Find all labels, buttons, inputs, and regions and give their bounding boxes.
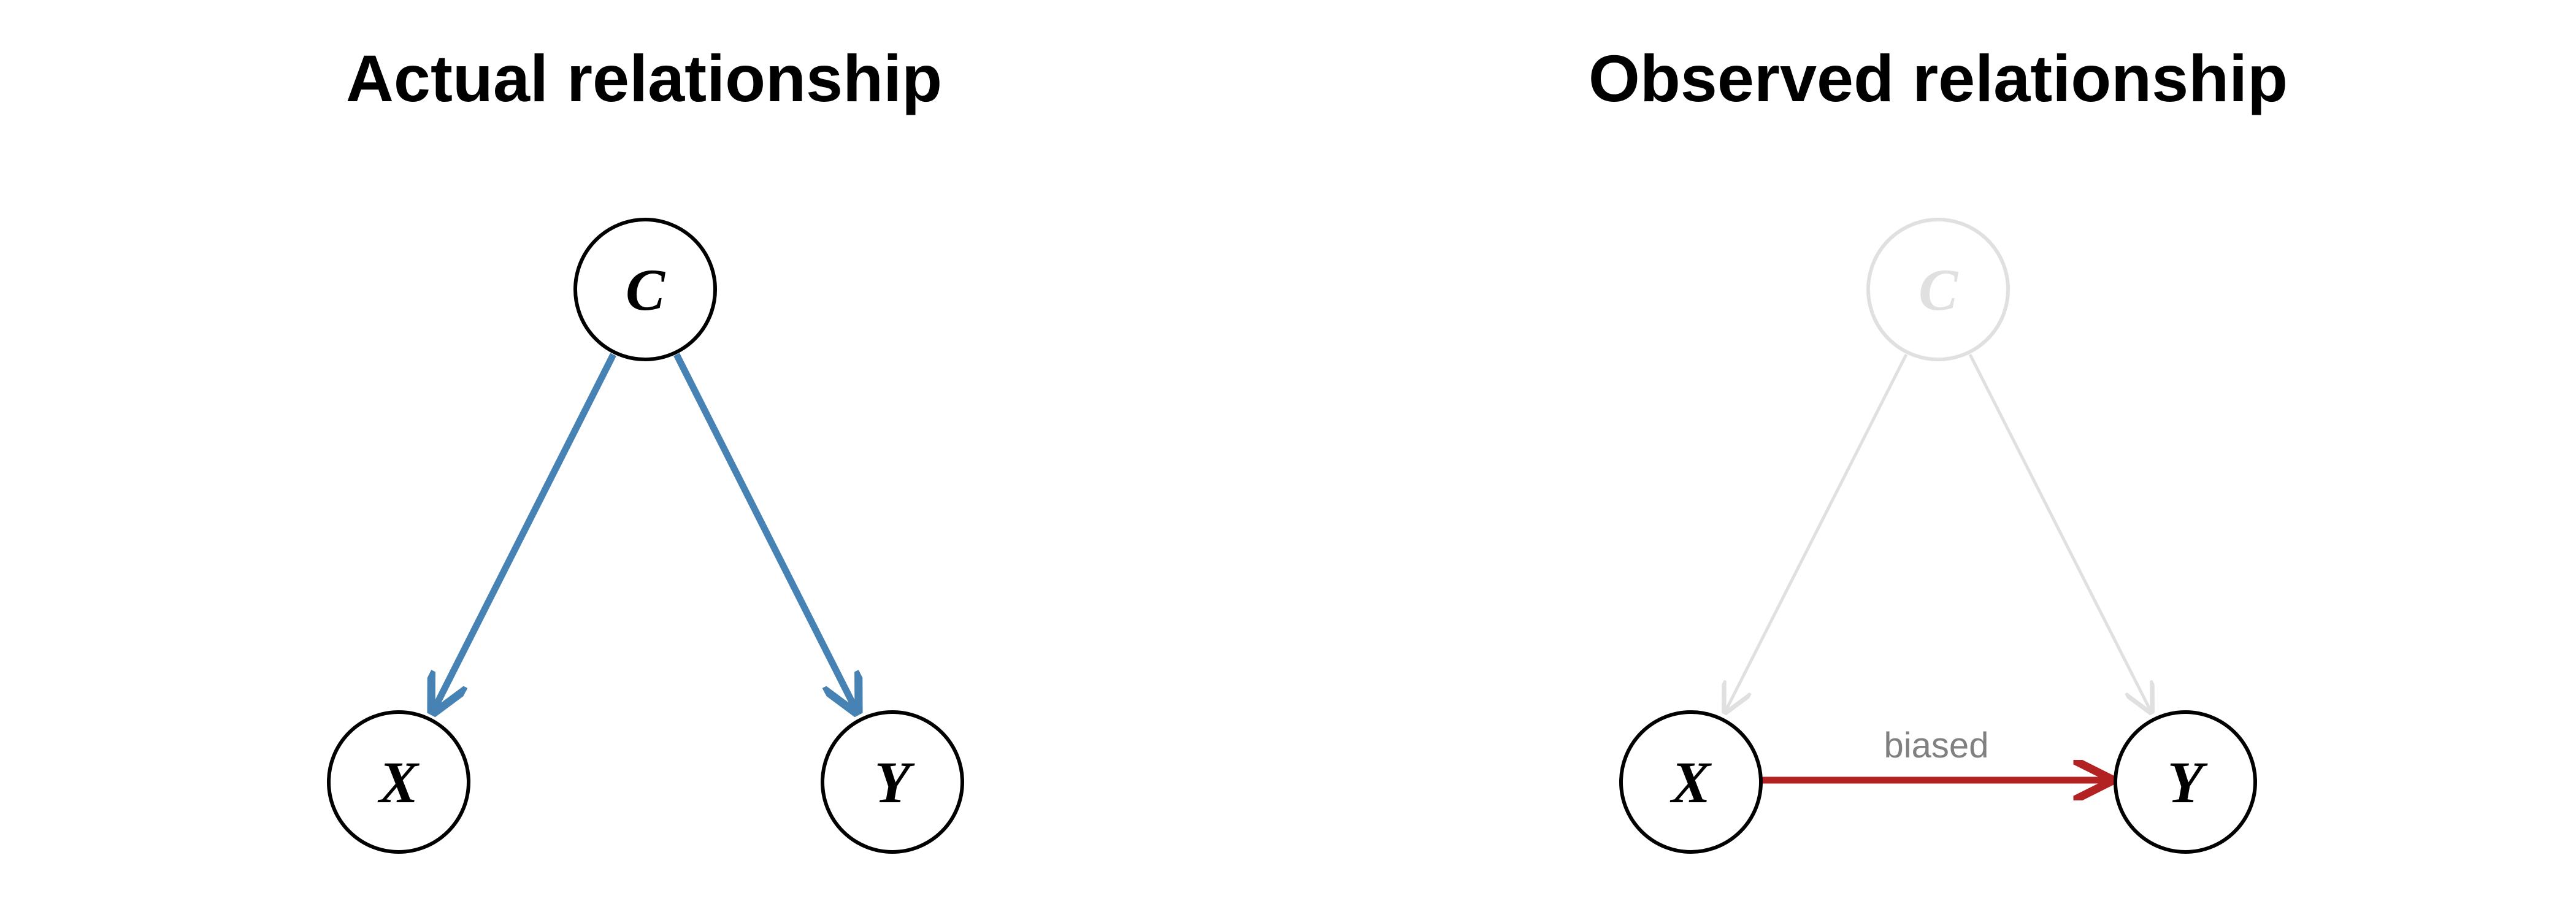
actual-panel: Actual relationship C X Y (327, 41, 964, 854)
node-x-observed-label: X (1669, 749, 1712, 815)
actual-panel-title: Actual relationship (346, 41, 942, 115)
node-x-actual: X (327, 710, 470, 854)
edge-c-to-y-observed (1968, 353, 2151, 711)
edge-c-to-x-observed (1725, 353, 1908, 711)
edge-c-to-y-actual (673, 353, 857, 711)
edge-c-to-x-actual (433, 353, 616, 711)
node-y-observed-circle (2114, 710, 2257, 854)
node-y-actual: Y (821, 710, 964, 854)
node-c-observed: C (1866, 218, 2010, 361)
node-x-observed-circle (1619, 710, 1763, 854)
biased-edge-label: biased (1884, 726, 1989, 765)
node-y-observed: Y (2114, 710, 2257, 854)
node-y-actual-circle (821, 710, 964, 854)
node-y-actual-label: Y (875, 749, 915, 815)
node-c-actual: C (573, 218, 717, 361)
observed-panel-title: Observed relationship (1589, 41, 2288, 115)
node-c-observed-label: C (1919, 257, 1958, 323)
node-x-actual-label: X (377, 749, 420, 815)
node-c-actual-circle (573, 218, 717, 361)
node-c-observed-circle (1866, 218, 2010, 361)
observed-panel: Observed relationship biased C X Y (1589, 41, 2288, 854)
node-y-observed-label: Y (2168, 749, 2208, 815)
node-c-actual-label: C (626, 257, 665, 323)
node-x-observed: X (1619, 710, 1763, 854)
node-x-actual-circle (327, 710, 470, 854)
